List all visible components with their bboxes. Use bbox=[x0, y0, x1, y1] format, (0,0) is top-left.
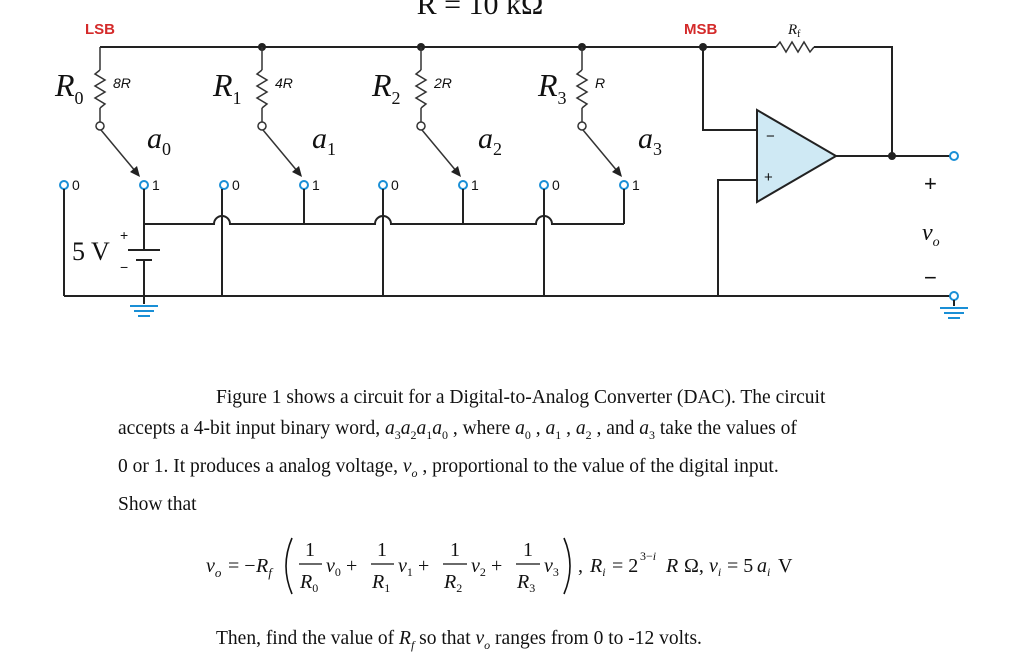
svg-text:v2: v2 bbox=[471, 555, 486, 579]
svg-text:1: 1 bbox=[312, 177, 320, 193]
svg-text:ai: ai bbox=[757, 555, 770, 579]
svg-text:1: 1 bbox=[632, 177, 640, 193]
ground-icon bbox=[940, 291, 968, 319]
svg-text:0: 0 bbox=[232, 177, 240, 193]
svg-text:R0: R0 bbox=[299, 571, 318, 595]
svg-text:R3: R3 bbox=[516, 571, 535, 595]
svg-text:+: + bbox=[491, 555, 502, 577]
rf-label: Rf bbox=[787, 22, 801, 40]
svg-text:= 2: = 2 bbox=[612, 555, 638, 577]
svg-text:R2: R2 bbox=[443, 571, 462, 595]
switch-label-a0: a0 bbox=[147, 122, 171, 159]
svg-text:1: 1 bbox=[523, 539, 533, 561]
svg-text:0: 0 bbox=[72, 177, 80, 193]
question-text: Then, find the value of Rf so that vo ra… bbox=[216, 628, 702, 652]
ground-rail-wires bbox=[63, 189, 954, 297]
svg-text:vi: vi bbox=[709, 555, 721, 579]
svg-text:+: + bbox=[346, 555, 357, 577]
svg-text:Ri: Ri bbox=[589, 555, 606, 579]
svg-text:vo: vo bbox=[206, 555, 222, 580]
switch-arm-a1 bbox=[262, 129, 302, 177]
r0-name: R0 bbox=[54, 67, 84, 108]
switch-label-a2: a2 bbox=[478, 122, 502, 159]
output-minus: − bbox=[924, 265, 937, 290]
resistor-r0 bbox=[93, 47, 107, 131]
svg-text:3−i: 3−i bbox=[640, 549, 656, 563]
svg-text:R1: R1 bbox=[371, 571, 390, 595]
circuit-title: R = 10 kΩ bbox=[417, 0, 544, 21]
svg-text:v0: v0 bbox=[326, 555, 341, 579]
msb-label: MSB bbox=[684, 21, 718, 38]
svg-text:0: 0 bbox=[552, 177, 560, 193]
resistor-r3 bbox=[575, 47, 589, 131]
resistor-r1 bbox=[255, 47, 269, 131]
svg-text:Rf: Rf bbox=[255, 555, 274, 580]
r1-name: R1 bbox=[212, 67, 242, 108]
switch-arm-a3 bbox=[582, 129, 622, 177]
ground-icon bbox=[130, 296, 158, 317]
svg-text:,: , bbox=[578, 555, 583, 577]
svg-text:v1: v1 bbox=[398, 555, 413, 579]
source-minus: − bbox=[120, 259, 128, 275]
svg-text:= −: = − bbox=[228, 555, 256, 577]
dac-formula: vo = − Rf 1 R0 v0 + 1 R1 v1 + 1 R2 v2 + … bbox=[206, 537, 793, 595]
svg-text:−: − bbox=[766, 128, 775, 145]
resistor-r2 bbox=[414, 47, 428, 131]
output-plus: + bbox=[924, 171, 937, 196]
svg-text:V: V bbox=[778, 555, 793, 577]
r2-name: R2 bbox=[371, 67, 401, 108]
r1-value: 4R bbox=[275, 75, 293, 91]
svg-text:+: + bbox=[764, 169, 773, 186]
switch-terminals: 0 1 0 1 0 1 0 1 bbox=[59, 177, 640, 193]
svg-text:+: + bbox=[418, 555, 429, 577]
r0-value: 8R bbox=[113, 75, 131, 91]
r2-value: 2R bbox=[433, 75, 452, 91]
output-terminal bbox=[949, 151, 959, 161]
r3-value: R bbox=[595, 75, 605, 91]
source-plus: + bbox=[120, 227, 128, 243]
op-amp: − + bbox=[756, 108, 838, 204]
svg-text:Ω,: Ω, bbox=[684, 555, 704, 577]
r3-name: R3 bbox=[537, 67, 567, 108]
svg-text:1: 1 bbox=[152, 177, 160, 193]
svg-text:1: 1 bbox=[377, 539, 387, 561]
svg-text:1: 1 bbox=[305, 539, 315, 561]
svg-text:v3: v3 bbox=[544, 555, 559, 579]
switch-arm-a0 bbox=[100, 129, 140, 177]
problem-paragraph: Figure 1 shows a circuit for a Digital-t… bbox=[118, 387, 826, 515]
svg-text:1: 1 bbox=[471, 177, 479, 193]
junction-dot bbox=[888, 152, 896, 160]
svg-text:0: 0 bbox=[391, 177, 399, 193]
source-label: 5 V bbox=[72, 237, 110, 266]
lsb-label: LSB bbox=[85, 21, 115, 38]
svg-text:= 5: = 5 bbox=[727, 555, 753, 577]
switch-label-a1: a1 bbox=[312, 122, 336, 159]
switch-label-a3: a3 bbox=[638, 122, 662, 159]
svg-text:R: R bbox=[665, 555, 678, 577]
dac-circuit-diagram: R = 10 kΩ LSB MSB R0 8R R1 4R R2 2R R3 R bbox=[54, 0, 968, 319]
battery-5v bbox=[128, 249, 160, 296]
svg-text:1: 1 bbox=[450, 539, 460, 561]
switch-arm-a2 bbox=[421, 129, 461, 177]
output-label: vo bbox=[922, 220, 940, 250]
